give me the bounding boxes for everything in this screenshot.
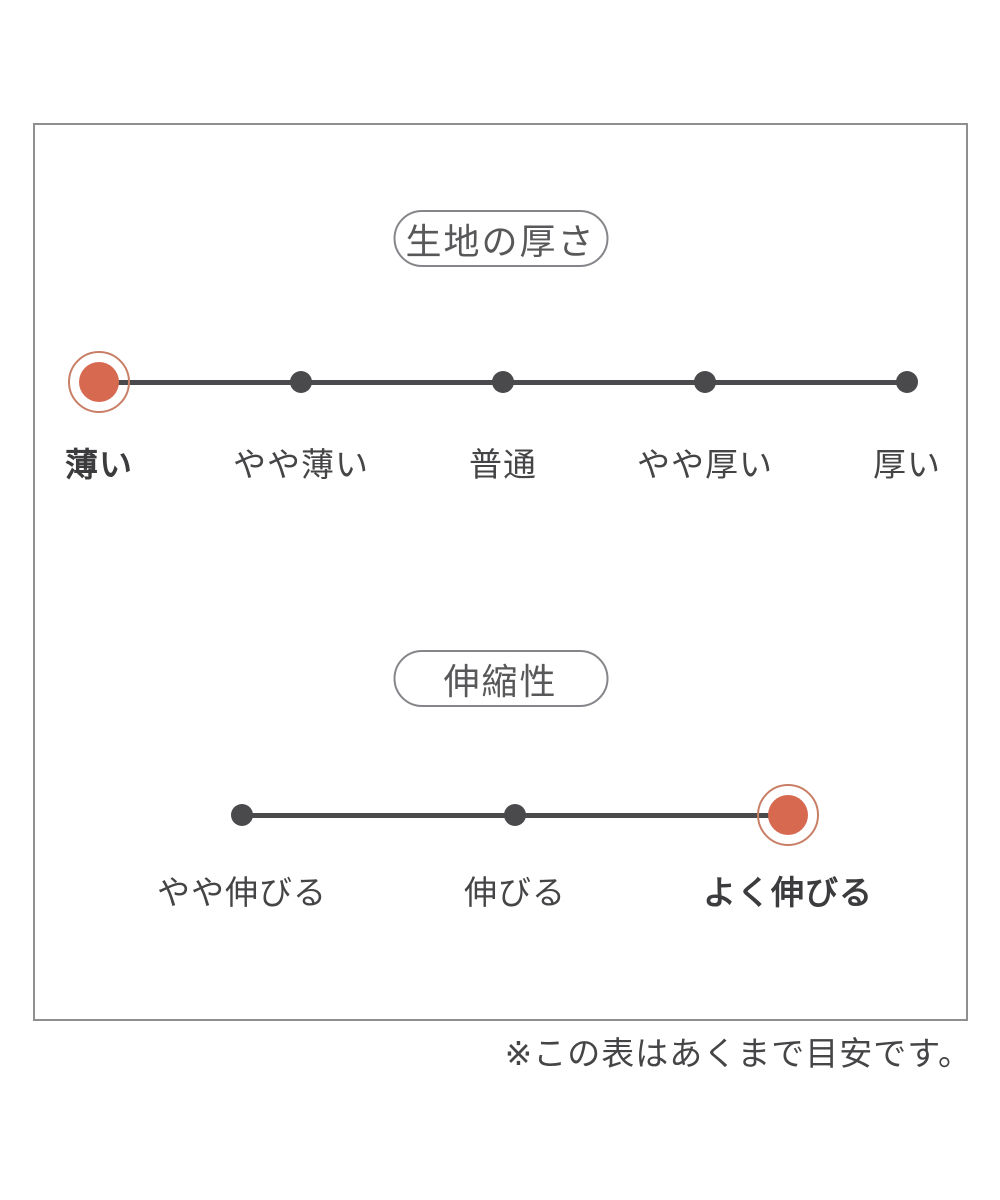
disclaimer-note: ※この表はあくまで目安です。 — [504, 1034, 972, 1073]
scale-option-label: 厚い — [873, 445, 941, 484]
scale-point — [231, 804, 253, 826]
scale-point — [896, 371, 918, 393]
scale-point-selected — [79, 362, 119, 402]
scale-option-label: 普通 — [469, 445, 537, 484]
scale-option-label: やや厚い — [637, 445, 773, 484]
selected-ring — [757, 784, 819, 846]
scale-option-label: 伸びる — [464, 873, 566, 912]
scale-option-label: 薄い — [65, 445, 133, 484]
scale-title-pill: 伸縮性 — [393, 650, 608, 707]
scale-title: 伸縮性 — [443, 661, 558, 703]
scale-option-label: やや薄い — [233, 445, 369, 484]
scale-option-label: やや伸びる — [157, 873, 327, 912]
scale-point — [290, 371, 312, 393]
scale-point — [504, 804, 526, 826]
scale-title: 生地の厚さ — [405, 221, 596, 263]
scale-point-selected — [768, 795, 808, 835]
scale-title-pill: 生地の厚さ — [393, 210, 608, 267]
scale-point — [694, 371, 716, 393]
chart-frame: 生地の厚さ 薄い やや薄い 普通 やや厚い 厚い 伸縮性 やや伸びる 伸びる よく伸びる — [33, 123, 968, 1021]
selected-ring — [68, 351, 130, 413]
scale-point — [492, 371, 514, 393]
scale-option-label: よく伸びる — [703, 873, 873, 912]
